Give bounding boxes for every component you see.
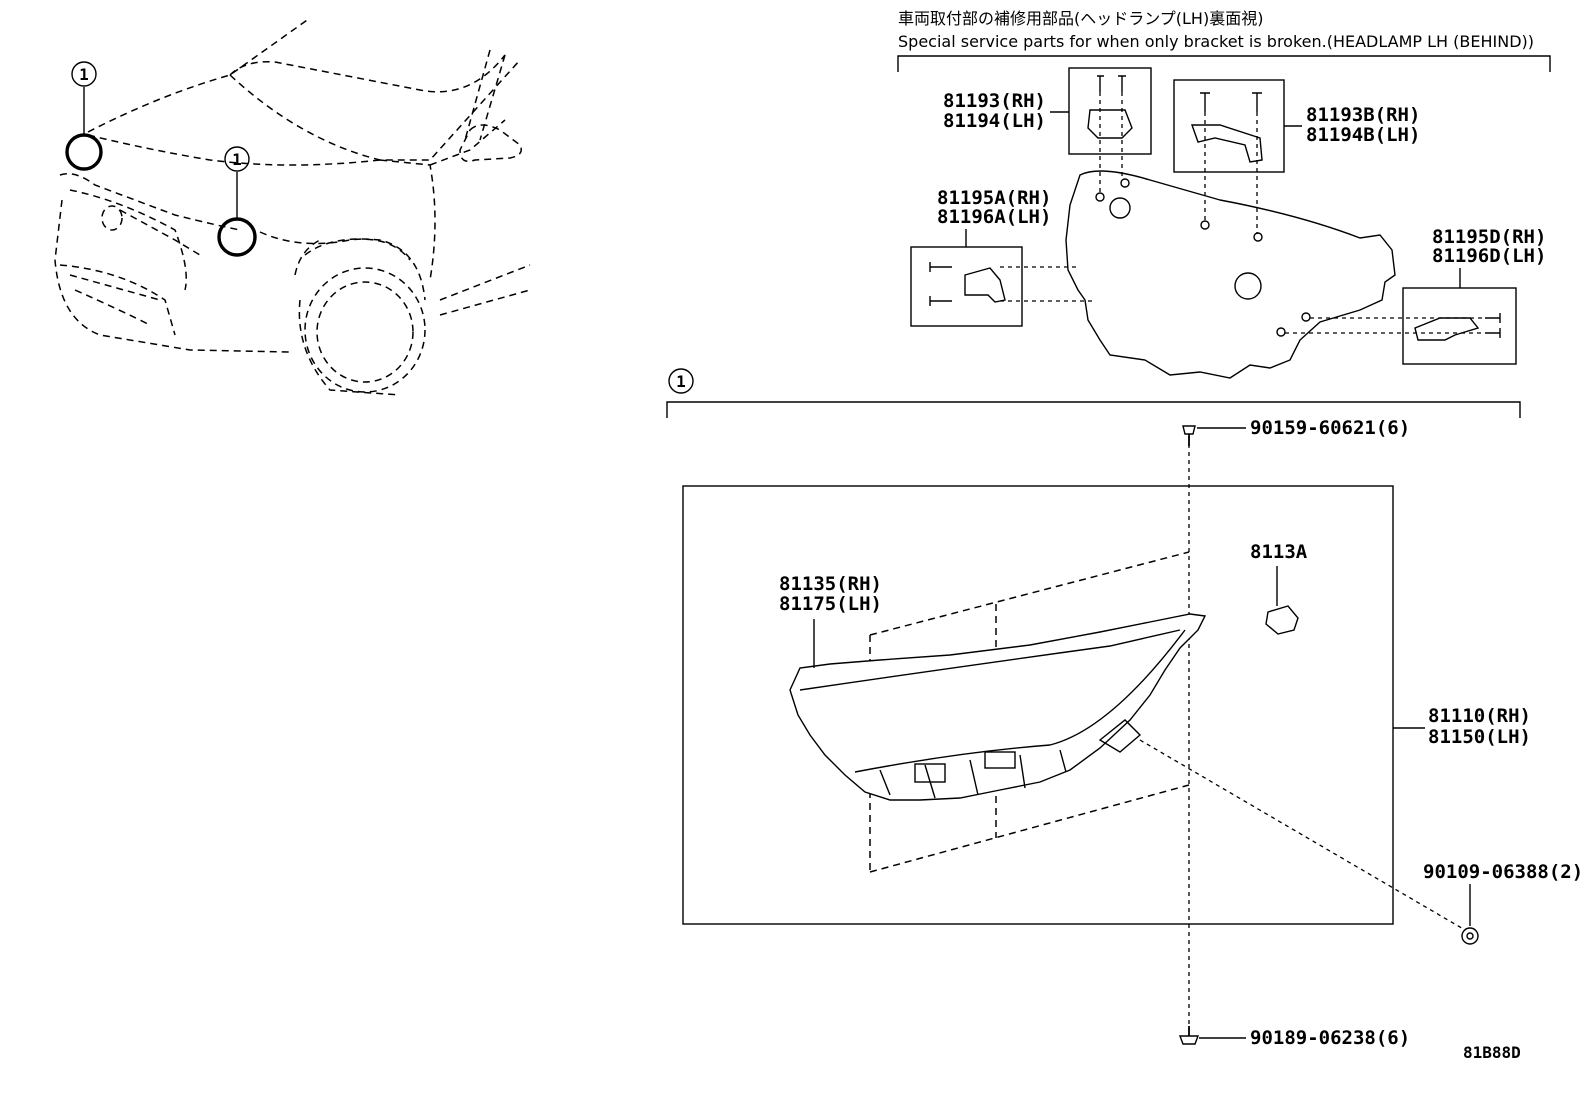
assembly-box bbox=[682, 485, 1394, 925]
headlamp-assembly-section: 1 90159-60621(6) 90189-06238(6) 8113A bbox=[666, 368, 1583, 1062]
service-parts-section: 車両取付部の補修用部品(ヘッドランプ(LH)裏面視) Special servi… bbox=[897, 9, 1551, 379]
label-81196D: 81196D(LH) bbox=[1432, 245, 1546, 267]
label-81150: 81150(LH) bbox=[1428, 726, 1531, 748]
bulb-socket bbox=[1265, 605, 1299, 635]
label-81196A: 81196A(LH) bbox=[937, 206, 1051, 228]
label-90109: 90109-06388(2) bbox=[1423, 861, 1583, 883]
headlamp-back-housing bbox=[1065, 170, 1396, 379]
label-81194: 81194(LH) bbox=[943, 110, 1046, 132]
label-81175: 81175(LH) bbox=[779, 593, 882, 615]
header-en: Special service parts for when only brac… bbox=[898, 32, 1534, 51]
label-81194B: 81194B(LH) bbox=[1306, 124, 1420, 146]
label-8113A: 8113A bbox=[1250, 541, 1308, 563]
callout-1-side: 1 bbox=[232, 150, 242, 169]
car-overview: 1 1 bbox=[54, 17, 531, 396]
callout-1-assembly: 1 bbox=[676, 372, 686, 391]
callout-1-top: 1 bbox=[79, 65, 89, 84]
diagram-code: 81B88D bbox=[1463, 1043, 1521, 1062]
label-81193: 81193(RH) bbox=[943, 90, 1046, 112]
label-81195A: 81195A(RH) bbox=[937, 187, 1051, 209]
label-81110: 81110(RH) bbox=[1428, 705, 1531, 727]
header-jp: 車両取付部の補修用部品(ヘッドランプ(LH)裏面視) bbox=[898, 9, 1263, 28]
label-90189: 90189-06238(6) bbox=[1250, 1027, 1410, 1049]
label-81193B: 81193B(RH) bbox=[1306, 104, 1420, 126]
label-90159: 90159-60621(6) bbox=[1250, 417, 1410, 439]
label-81195D: 81195D(RH) bbox=[1432, 226, 1546, 248]
label-81135: 81135(RH) bbox=[779, 573, 882, 595]
headlamp-lens bbox=[789, 613, 1207, 801]
